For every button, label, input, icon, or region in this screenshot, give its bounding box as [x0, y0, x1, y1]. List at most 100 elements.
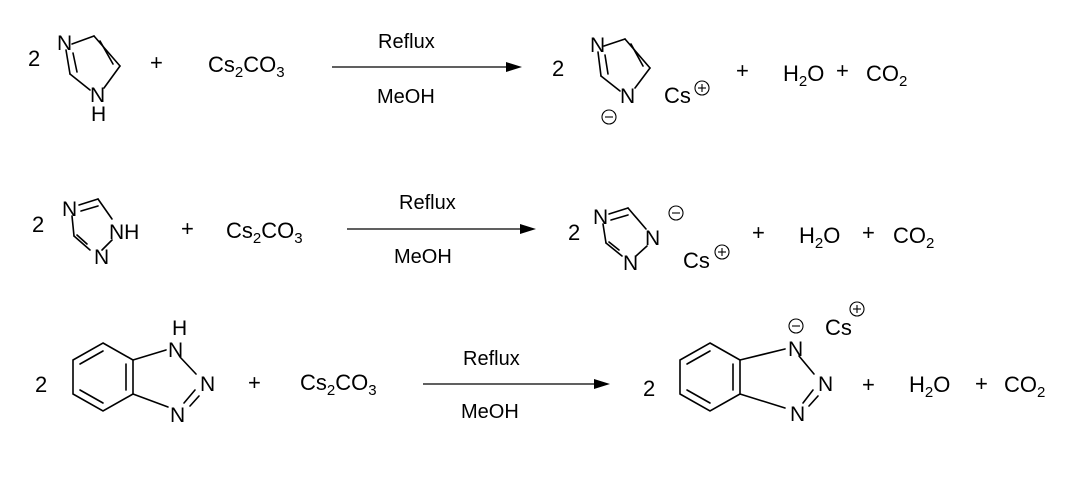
- bond: [634, 67, 651, 89]
- plus-sign: +: [248, 370, 261, 395]
- reagent-cs2co3: Cs2CO3: [208, 52, 285, 81]
- atom-h: H: [91, 103, 106, 126]
- positive-charge-icon: [849, 301, 865, 317]
- atom-n2: N: [623, 252, 638, 275]
- cesium-cation: Cs: [683, 248, 710, 273]
- reactant-coefficient: 2: [28, 46, 40, 71]
- bond: [189, 395, 200, 407]
- atom-n1: N: [620, 85, 635, 108]
- imidazole-reactant: N N H: [57, 32, 121, 126]
- atom-n4: N: [62, 198, 77, 221]
- bond: [69, 73, 91, 91]
- bond: [132, 349, 167, 361]
- benzotriazolide-product: N N N: [679, 318, 833, 426]
- plus-sign: +: [752, 220, 765, 245]
- atom-h: H: [172, 317, 187, 340]
- condition-reflux: Reflux: [463, 348, 520, 370]
- bond: [600, 75, 621, 92]
- condition-solvent: MeOH: [394, 246, 452, 268]
- cesium-cation: Cs: [664, 83, 691, 108]
- condition-reflux: Reflux: [378, 31, 435, 53]
- bond: [635, 245, 648, 257]
- bond: [79, 389, 104, 404]
- bond: [72, 52, 78, 73]
- bond: [132, 393, 169, 408]
- condition-solvent: MeOH: [377, 86, 435, 108]
- bond: [630, 43, 644, 67]
- bond: [71, 215, 75, 237]
- reactant-coefficient: 2: [35, 372, 47, 397]
- bond: [686, 350, 711, 365]
- bond: [183, 389, 196, 404]
- negative-charge-icon: [601, 109, 617, 125]
- atom-n1: N: [168, 339, 183, 362]
- atom-n3: N: [790, 403, 805, 426]
- plus-sign: +: [836, 58, 849, 83]
- product-coefficient: 2: [643, 376, 655, 401]
- reaction-arrow: [332, 62, 522, 72]
- product-coefficient: 2: [568, 220, 580, 245]
- atom-n2: N: [94, 246, 109, 269]
- cesium-cation: Cs: [825, 315, 852, 340]
- bond: [808, 395, 819, 407]
- atom-n1: N: [788, 338, 803, 361]
- bond: [65, 49, 71, 75]
- bond: [603, 38, 626, 47]
- bond: [76, 234, 88, 245]
- bond: [103, 65, 121, 89]
- triazolide-product: N N N: [593, 205, 684, 275]
- reagent-cs2co3: Cs2CO3: [300, 370, 377, 399]
- benzene-ring: [72, 342, 134, 412]
- imidazolide-product: N N: [590, 34, 651, 125]
- positive-charge-icon: [694, 80, 710, 96]
- bond: [798, 355, 815, 375]
- water: H2O: [783, 61, 824, 90]
- bond: [78, 198, 99, 206]
- bond: [71, 35, 95, 45]
- reaction-arrow: [347, 224, 536, 234]
- bond: [79, 350, 104, 365]
- bond: [97, 198, 113, 220]
- positive-charge-icon: [714, 244, 730, 260]
- negative-charge-icon: [788, 318, 804, 334]
- bond: [597, 51, 602, 77]
- water: H2O: [799, 223, 840, 252]
- bond: [604, 54, 609, 75]
- atom-n3: N: [590, 34, 605, 57]
- benzene-ring: [679, 342, 741, 412]
- atom-n2: N: [200, 373, 215, 396]
- atom-n3: N: [57, 32, 72, 55]
- bond: [605, 242, 623, 257]
- bond: [73, 235, 91, 251]
- atom-n3: N: [170, 404, 185, 427]
- atom-n1: N: [645, 227, 660, 250]
- reagent-cs2co3: Cs2CO3: [226, 218, 303, 247]
- reaction-3: 2 H N N N + Cs2CO3 Reflux MeOH 2: [35, 301, 1045, 427]
- bond: [608, 241, 620, 251]
- atom-n1: N: [90, 84, 105, 107]
- plus-sign: +: [150, 50, 163, 75]
- carbon-dioxide: CO2: [1004, 372, 1045, 401]
- bond: [602, 223, 607, 244]
- plus-sign: +: [975, 371, 988, 396]
- bond: [179, 356, 197, 375]
- condition-solvent: MeOH: [461, 401, 519, 423]
- reactant-coefficient: 2: [32, 212, 44, 237]
- bond: [80, 205, 99, 212]
- condition-reflux: Reflux: [399, 192, 456, 214]
- bond: [608, 207, 629, 215]
- negative-charge-icon: [668, 205, 684, 221]
- atom-n2: N: [818, 373, 833, 396]
- bond: [739, 393, 786, 409]
- atom-nh: NH: [109, 221, 139, 244]
- carbon-dioxide: CO2: [893, 223, 934, 252]
- plus-sign: +: [862, 220, 875, 245]
- benzotriazole-reactant: H N N N: [72, 317, 215, 427]
- bond: [802, 389, 814, 404]
- reaction-1: 2 N N H + Cs2CO3 Reflux MeOH 2: [28, 31, 907, 126]
- reaction-2: 2 N NH N + Cs2CO3 Reflux MeOH 2: [32, 192, 934, 275]
- atom-n4: N: [593, 206, 608, 229]
- reaction-arrow: [423, 379, 610, 389]
- water: H2O: [909, 372, 950, 401]
